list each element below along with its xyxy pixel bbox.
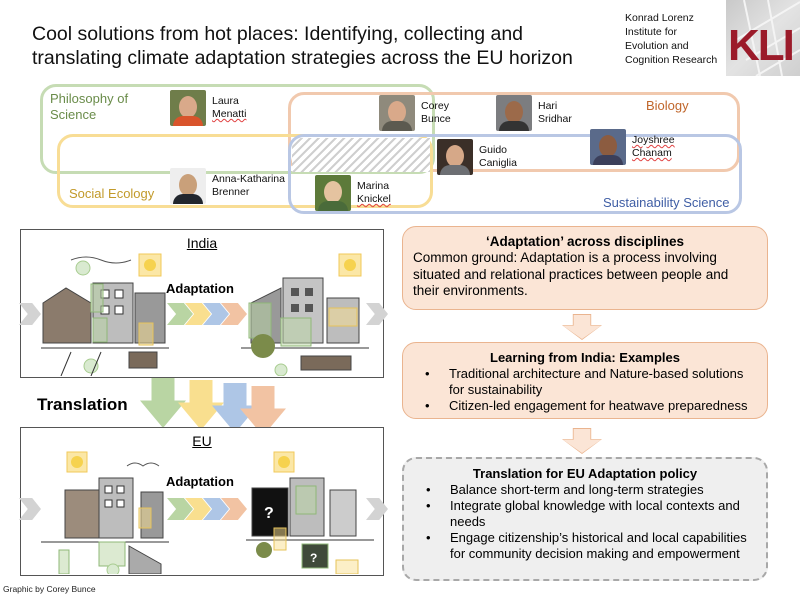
kli-logo: KLI [726,0,800,76]
avatar [379,95,415,131]
chevron-right-icon [19,498,41,520]
translation-label: Translation [37,395,128,414]
chevron-green-icon [167,498,193,520]
box-title: ‘Adaptation’ across disciplines [485,234,685,249]
institution-line: Cognition Research [625,54,718,66]
bullet-list: Balance short-term and long-term strateg… [414,482,756,562]
adaptation-chevrons [167,498,247,520]
panel-title-india: India [186,235,218,251]
panel-title-eu: EU [192,433,212,449]
svg-text:?: ? [264,505,274,522]
venn-philosophy [40,84,435,174]
avatar [496,95,532,131]
discipline-label-biology: Biology [646,98,689,113]
india-before-illustration [41,253,169,376]
discipline-label-sustainability: Sustainability Science [603,195,730,210]
avatar [590,129,626,165]
institution-name: Konrad Lorenz Institute for Evolution an… [625,11,717,67]
discipline-label-social-ecology: Social Ecology [69,186,155,201]
list-item: Balance short-term and long-term strateg… [414,482,756,498]
chevron-blue-icon [203,303,229,325]
avatar [437,139,473,175]
institution-line: Evolution and [625,40,689,52]
arrow-down-icon [563,429,601,453]
chevron-green-icon [167,303,193,325]
chevron-right-icon [366,303,388,325]
arrow-down-icon [563,315,601,339]
graphic-credit: Graphic by Corey Bunce [3,584,96,594]
chevron-orange-icon [221,303,247,325]
india-panel: India Adaptation [19,229,388,378]
institution-line: Institute for [625,26,677,38]
list-item: Traditional architecture and Nature-base… [413,366,757,398]
list-item: Engage citizenship’s historical and loca… [414,530,756,562]
label-line: Philosophy of [50,91,129,106]
india-after-illustration [241,253,369,376]
eu-before-illustration [41,451,169,574]
adaptation-label: Adaptation [166,474,234,489]
discipline-label-philosophy: Philosophy of Science [50,91,128,123]
box-title: Translation for EU Adaptation policy [472,466,698,481]
list-item: Integrate global knowledge with local co… [414,498,756,530]
list-item: Citizen-led engagement for heatwave prep… [413,398,757,414]
venn-biology [288,92,740,172]
venn-sustainability [288,134,742,214]
arrow-down-blue-icon [212,383,258,433]
arrow-down-yellow-icon [178,380,224,430]
adaptation-label: Adaptation [166,281,234,296]
chevron-blue-icon [203,498,229,520]
label-line: Science [50,107,97,122]
learning-from-india-box: Learning from India: Examples Traditiona… [402,342,768,419]
box-title: Learning from India: Examples [490,350,680,365]
chevron-yellow-icon [185,303,211,325]
venn-social-ecology [57,134,433,208]
chevron-orange-icon [221,498,247,520]
translation-eu-policy-box: Translation for EU Adaptation policy Bal… [402,457,768,581]
eu-after-illustration: ? ? [246,451,374,574]
chevron-yellow-icon [185,498,211,520]
logo-text: KLI [728,21,795,70]
eu-panel: EU Adaptation ? ? [19,427,388,576]
chevron-right-icon [366,498,388,520]
chevron-right-icon [19,303,41,325]
avatar [170,90,206,126]
avatar [170,168,206,204]
svg-text:?: ? [310,551,317,565]
adaptation-chevrons [167,303,247,325]
logo-grid-icon [735,0,800,76]
overlap-hatch [292,138,430,172]
adaptation-across-disciplines-box: ‘Adaptation’ across disciplines Common g… [402,226,768,310]
box-body: Common ground: Adaptation is a process i… [413,250,729,298]
institution-line: Konrad Lorenz [625,12,694,24]
bullet-list: Traditional architecture and Nature-base… [413,366,757,414]
poster-title: Cool solutions from hot places: Identify… [32,23,573,69]
avatar [315,175,351,211]
